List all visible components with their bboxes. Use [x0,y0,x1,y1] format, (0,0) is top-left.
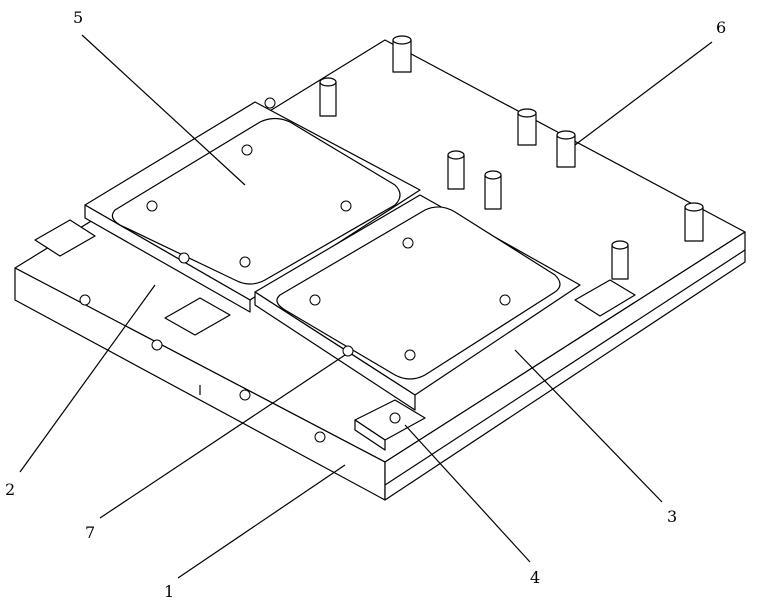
label-part-7: 7 [85,523,96,542]
leader-lines [19,34,713,579]
clamp-blocks [34,219,636,451]
label-part-4: 4 [530,568,541,587]
label-part-6: 6 [716,18,727,37]
label-part-2: 2 [5,480,16,499]
label-part-1: 1 [164,582,175,601]
left-nest [84,97,421,313]
label-part-5: 5 [73,8,84,27]
right-nest [254,194,606,411]
locating-pins [319,35,704,280]
label-part-3: 3 [667,507,678,526]
